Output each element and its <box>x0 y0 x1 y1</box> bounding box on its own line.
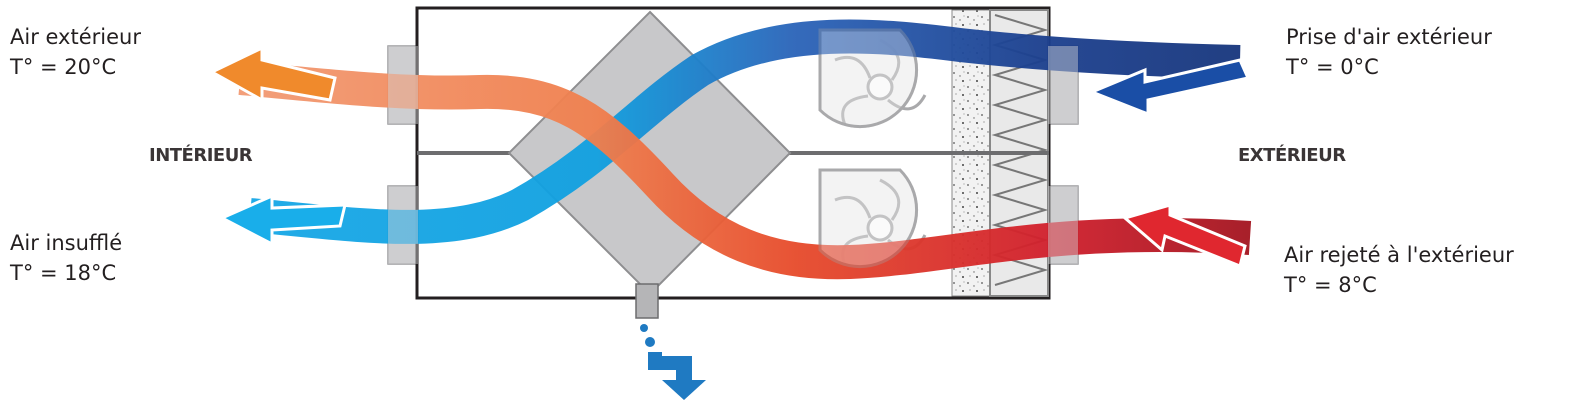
cold-air-stream <box>248 19 1241 244</box>
label-outdoor-exhaust-name: Air extérieur <box>10 25 141 49</box>
label-outdoor-intake: Prise d'air extérieur T° = 0°C <box>1286 22 1492 82</box>
side-interior-label: INTÉRIEUR <box>149 145 253 166</box>
condensate-drain-pipe <box>635 283 659 319</box>
arrow-supply-in-icon <box>218 193 347 247</box>
arrow-rejected-out-icon <box>1121 203 1247 269</box>
arrow-intake-in-icon <box>1087 58 1251 117</box>
label-supply-air-name: Air insufflé <box>10 231 123 255</box>
drop-icon <box>640 324 648 332</box>
label-outdoor-intake-temp: T° = 0°C <box>1286 55 1379 79</box>
label-outdoor-exhaust-temp: T° = 20°C <box>10 55 117 79</box>
label-supply-air: Air insufflé T° = 18°C <box>10 228 122 288</box>
label-rejected-air-temp: T° = 8°C <box>1284 273 1377 297</box>
arrow-exhaust-out-icon <box>208 45 337 103</box>
label-rejected-air: Air rejeté à l'extérieur T° = 8°C <box>1284 240 1514 300</box>
label-outdoor-intake-name: Prise d'air extérieur <box>1286 25 1492 49</box>
drain-arrow-icon <box>648 352 706 400</box>
drop-icon <box>645 337 655 347</box>
side-exterior-label: EXTÉRIEUR <box>1238 145 1346 166</box>
label-supply-air-temp: T° = 18°C <box>10 261 117 285</box>
warm-air-stream <box>238 61 1252 280</box>
label-outdoor-exhaust: Air extérieur T° = 20°C <box>10 22 141 82</box>
label-rejected-air-name: Air rejeté à l'extérieur <box>1284 243 1514 267</box>
